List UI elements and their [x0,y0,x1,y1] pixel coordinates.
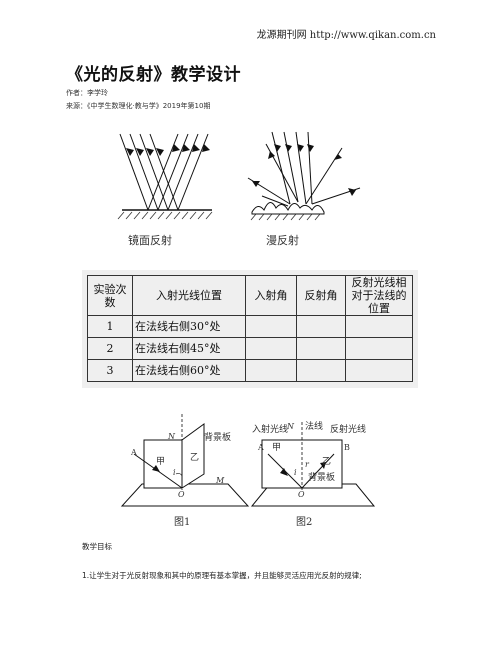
fig1-normal-label: N [168,432,175,441]
author-line: 作者：李学玲 [66,89,108,97]
fig2-normal-n: N [287,422,294,431]
setup-diagram [120,414,376,507]
trial-number: 2 [87,337,133,360]
fig2-incident-label: 入射光线 [252,425,289,435]
section-title: 教学目标 [82,542,112,551]
fig2-point-o: O [298,490,305,499]
reflected-position-cell [345,315,413,338]
fig1-panel-yi: 乙 [190,453,200,463]
incident-angle-cell [245,337,297,360]
incident-position: 在法线右侧30°处 [132,315,246,338]
table-row: 1 在法线右侧30°处 [87,315,413,338]
specular-reflection-caption: 镜面反射 [128,234,172,247]
header-incident-angle: 入射角 [245,275,297,316]
fig2-reflected-label: 反射光线 [330,425,367,435]
reflection-angle-cell [296,359,346,382]
fig2-angle-i: i [294,468,297,477]
page-title: 《光的反射》教学设计 [66,65,241,85]
fig1-point-o: O [178,490,185,499]
journal-source-header: 龙源期刊网 http://www.qikan.com.cn [256,30,436,41]
experiment-setup-figure: 背景板 N A 甲 乙 i O M 图1 入射光线 N 法线 反射光线 A B … [112,410,382,528]
fig2-point-a: A [258,443,264,452]
table-header-row: 实验次数 入射光线位置 入射角 反射角 反射光线相对于法线的位置 [87,275,413,316]
fig2-panel-jia: 甲 [272,443,282,453]
header-trial: 实验次数 [87,275,133,316]
incident-position: 在法线右侧60°处 [132,359,246,382]
experiment-table: 实验次数 入射光线位置 入射角 反射角 反射光线相对于法线的位置 1 在法线右侧… [87,275,413,382]
reflection-diagram [117,131,361,221]
incident-angle-cell [245,315,297,338]
fig1-angle-i: i [173,468,176,477]
header-reflection-angle: 反射角 [296,275,346,316]
table-row: 2 在法线右侧45°处 [87,337,413,360]
source-line: 来源：《中学生数理化·教与学》2019年第10期 [66,102,211,110]
objective-line: 1.让学生对于光反射现象和其中的原理有基本掌握，并且能够灵活应用光反射的规律; [82,571,362,580]
fig1-panel-jia: 甲 [156,457,166,467]
fig1-caption: 图1 [174,517,191,528]
experiment-table-image: 实验次数 入射光线位置 入射角 反射角 反射光线相对于法线的位置 1 在法线右侧… [82,270,418,388]
reflection-angle-cell [296,337,346,360]
fig2-normal-label: 法线 [305,422,324,432]
fig1-board-label: 背景板 [204,433,232,443]
fig2-board-label: 背景板 [308,473,336,483]
fig1-point-a: A [131,448,137,457]
incident-angle-cell [245,359,297,382]
reflection-angle-cell [296,315,346,338]
fig1-point-m: M [216,476,225,485]
diffuse-reflection-caption: 漫反射 [266,234,299,247]
fig2-point-b: B [344,443,350,452]
trial-number: 3 [87,359,133,382]
header-reflected-position: 反射光线相对于法线的位置 [345,275,413,316]
table-row: 3 在法线右侧60°处 [87,359,413,382]
header-incident-position: 入射光线位置 [132,275,246,316]
fig2-angle-r: r [305,460,309,469]
fig2-panel-yi: 乙 [322,457,332,467]
reflection-types-figure: 镜面反射 漫反射 [112,126,372,256]
fig2-caption: 图2 [296,517,313,528]
trial-number: 1 [87,315,133,338]
reflected-position-cell [345,359,413,382]
reflected-position-cell [345,337,413,360]
incident-position: 在法线右侧45°处 [132,337,246,360]
